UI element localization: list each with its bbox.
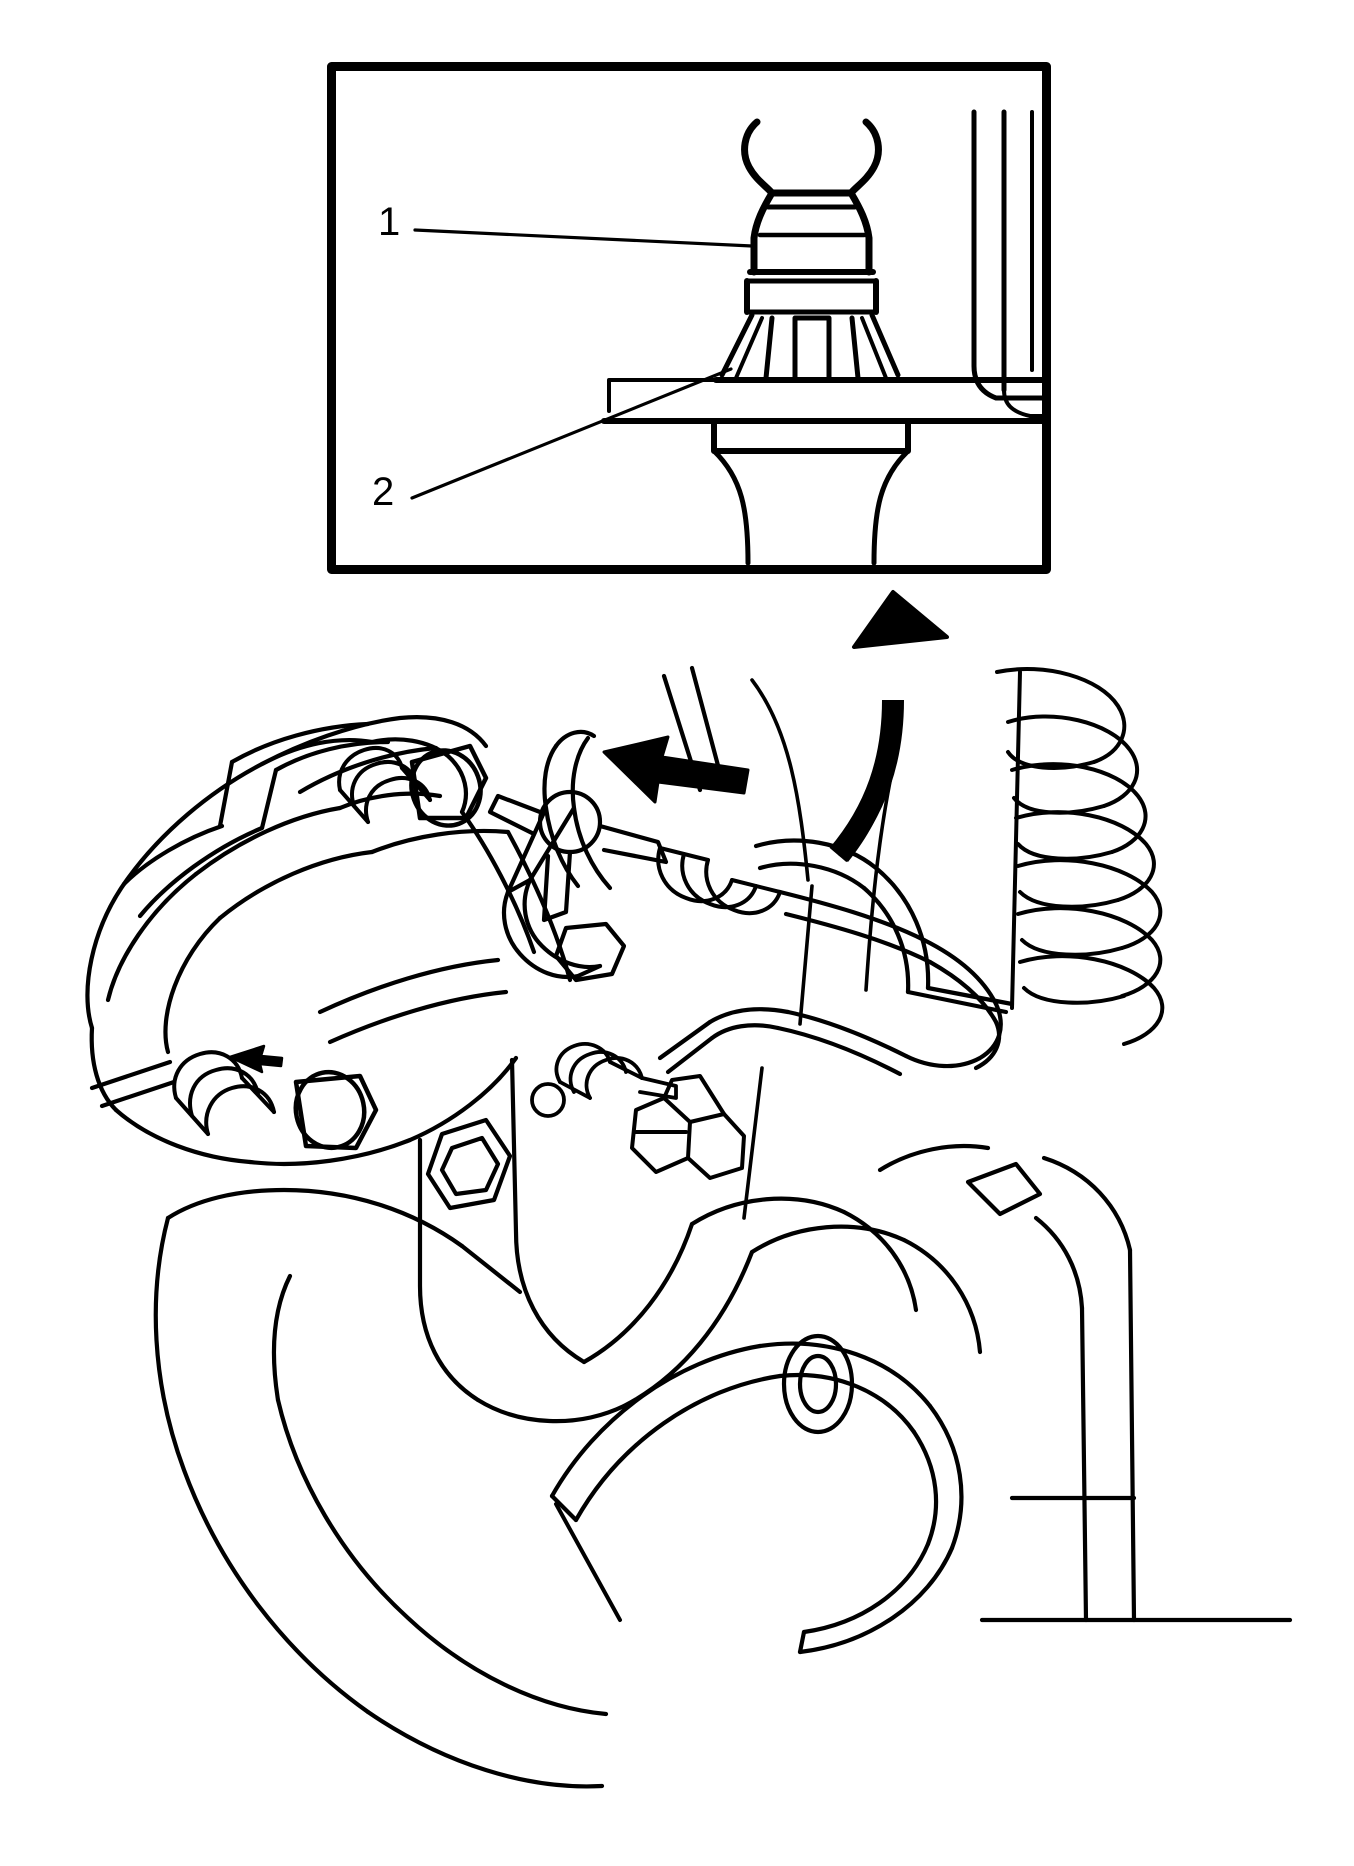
hub-shoulder <box>711 418 911 454</box>
straight-left-arrow <box>602 735 750 804</box>
steering-knuckle <box>417 1057 755 1424</box>
upper-right-bracket <box>753 838 1015 1015</box>
contour-line-3 <box>798 884 814 1026</box>
callout-label-1: 1 <box>378 200 401 244</box>
contour-line-5 <box>864 742 900 992</box>
inset-border <box>327 62 1051 574</box>
leader-line-1 <box>413 228 754 248</box>
small-left-arrow <box>228 1044 284 1074</box>
contour-line-2 <box>742 1066 764 1220</box>
brake-shield <box>153 1187 609 1789</box>
curved-up-arrow-head <box>852 590 949 649</box>
panel-edge-inner <box>971 109 1045 401</box>
tang-left-outer <box>719 312 755 378</box>
caliper-bracket <box>247 715 573 1167</box>
backing-plate-step-left <box>607 378 718 413</box>
retainer-horn-right <box>847 118 882 197</box>
retainer-horn-left <box>741 118 776 197</box>
cable-return-spring <box>530 1042 678 1118</box>
tang-right-outer <box>869 312 901 378</box>
right-body-panel <box>877 1144 1293 1623</box>
connector-body-left <box>750 189 776 276</box>
coil-spring <box>995 667 1165 1046</box>
connector-body-right <box>847 189 873 276</box>
tang-left-inner <box>734 316 764 380</box>
tang-right-2 <box>860 316 888 380</box>
guide-pin-boot-lower <box>172 1050 276 1136</box>
brake-caliper-body <box>85 738 375 1165</box>
hub-backing-plate <box>549 1341 964 1655</box>
connector-center-tab <box>792 315 832 381</box>
guide-pin-head-upper <box>409 743 489 828</box>
hub-shaft-left <box>711 448 751 566</box>
guide-pin-head-lower <box>293 1069 379 1151</box>
knuckle-lower-arm <box>689 1196 983 1435</box>
leader-line-2 <box>410 367 733 500</box>
panel-edge-inner2 <box>1002 388 1044 418</box>
tang-right-inner <box>849 315 861 381</box>
cable-bellows <box>656 846 782 916</box>
callout-label-2: 2 <box>372 470 395 514</box>
hub-shaft-right <box>871 448 911 566</box>
caliper-hood <box>229 721 391 773</box>
brake-hose-block <box>630 1074 746 1180</box>
body-contour-line <box>554 1502 622 1622</box>
tang-left-2 <box>763 315 775 381</box>
contour-line-4 <box>750 678 810 882</box>
parking-brake-lever <box>487 729 669 983</box>
